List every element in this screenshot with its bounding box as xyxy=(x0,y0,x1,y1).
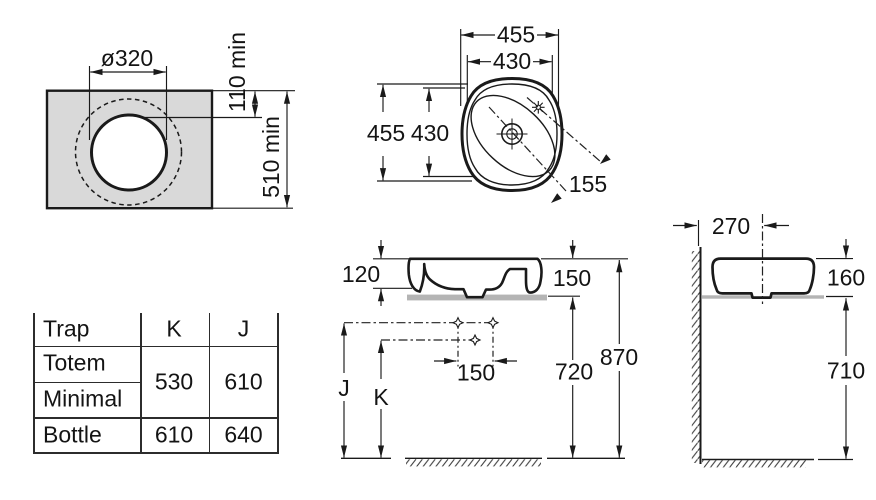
dim-basin-height-label: 160 xyxy=(827,265,865,291)
drain-icon xyxy=(496,118,528,150)
topview-centerlines xyxy=(488,97,602,192)
dim-rim-height-label: 120 xyxy=(342,261,380,287)
table-header-k: K xyxy=(166,315,182,342)
basin-front-elevation: 120 J K 150 150 720 870 xyxy=(338,240,638,467)
tap-hole-icon xyxy=(532,101,545,114)
drain-centerlines xyxy=(344,322,494,367)
dim-drain-offset-label: 155 xyxy=(569,171,607,197)
dim-basin-height-label: 150 xyxy=(553,265,591,291)
topview-dimension-lines xyxy=(379,31,558,181)
table-row-totem: Totem xyxy=(43,349,106,376)
cutout-extension-lines xyxy=(88,66,295,209)
table-row-bottle: Bottle xyxy=(43,421,102,448)
dim-total-height-label: 870 xyxy=(600,344,638,370)
table-gridline xyxy=(33,417,279,419)
countertop-cutout-view: ø320 110 min 510 min xyxy=(45,32,295,210)
drain-position-marker xyxy=(451,316,465,329)
dim-drain-spacing-label: 150 xyxy=(457,360,495,386)
dim-hole-diameter-label: ø320 xyxy=(101,45,153,71)
table-gridline xyxy=(33,345,279,348)
dim-counter-height-label: 710 xyxy=(827,358,865,384)
offset-arrow-lower xyxy=(551,193,562,203)
dim-depth-clearance-label: 510 min xyxy=(258,116,284,198)
drain-position-marker xyxy=(486,316,500,329)
floor-line xyxy=(702,458,814,468)
trap-dimensions-table: Trap K J Totem Minimal Bottle 530 610 61… xyxy=(33,313,279,454)
basin-side-elevation: 270 160 710 xyxy=(673,213,865,468)
floor-line xyxy=(341,457,625,467)
dim-counter-height-label: 720 xyxy=(555,359,593,385)
table-value-bottle-j: 640 xyxy=(224,421,263,448)
dim-k-label: K xyxy=(373,384,389,410)
basin-inner-rim xyxy=(466,83,558,186)
table-value-totem-minimal-j: 610 xyxy=(224,368,263,394)
dim-tap-depth-label: 430 xyxy=(411,120,449,146)
basin-bowl-edge xyxy=(470,94,556,178)
table-row-minimal: Minimal xyxy=(43,385,123,412)
table-gridline xyxy=(208,313,211,454)
table-gridline xyxy=(277,313,279,454)
wall-line xyxy=(691,247,702,464)
dim-outer-depth-label: 455 xyxy=(367,120,405,146)
dim-front-clearance-label: 110 min xyxy=(224,32,250,112)
table-header-trap: Trap xyxy=(43,315,90,342)
basin-profile xyxy=(407,257,543,299)
dim-j-label: J xyxy=(338,375,350,401)
cutout-hole xyxy=(90,113,168,192)
dim-outer-width-label: 455 xyxy=(497,22,535,48)
table-gridline xyxy=(33,313,35,454)
table-header-j: J xyxy=(237,315,250,342)
basin-outline-dashed xyxy=(74,98,183,206)
table-gridline xyxy=(140,313,142,454)
front-extension-lines xyxy=(373,258,628,297)
dim-wall-offset-label: 270 xyxy=(712,213,750,239)
table-value-totem-minimal-k: 530 xyxy=(154,368,194,394)
side-dimension-lines xyxy=(673,222,850,459)
side-extension-lines xyxy=(697,220,853,461)
table-gridline xyxy=(33,381,141,384)
drain-position-marker xyxy=(468,333,482,347)
basin-top-view: 455 430 455 430 155 xyxy=(367,22,611,203)
offset-arrow-upper xyxy=(600,154,611,164)
dim-tap-width-label: 430 xyxy=(493,48,531,74)
front-dimension-lines xyxy=(340,240,623,458)
cutout-dimension-lines xyxy=(90,68,291,208)
table-value-bottle-k: 610 xyxy=(154,421,194,448)
table-gridline xyxy=(33,452,279,454)
basin-profile xyxy=(711,257,816,299)
